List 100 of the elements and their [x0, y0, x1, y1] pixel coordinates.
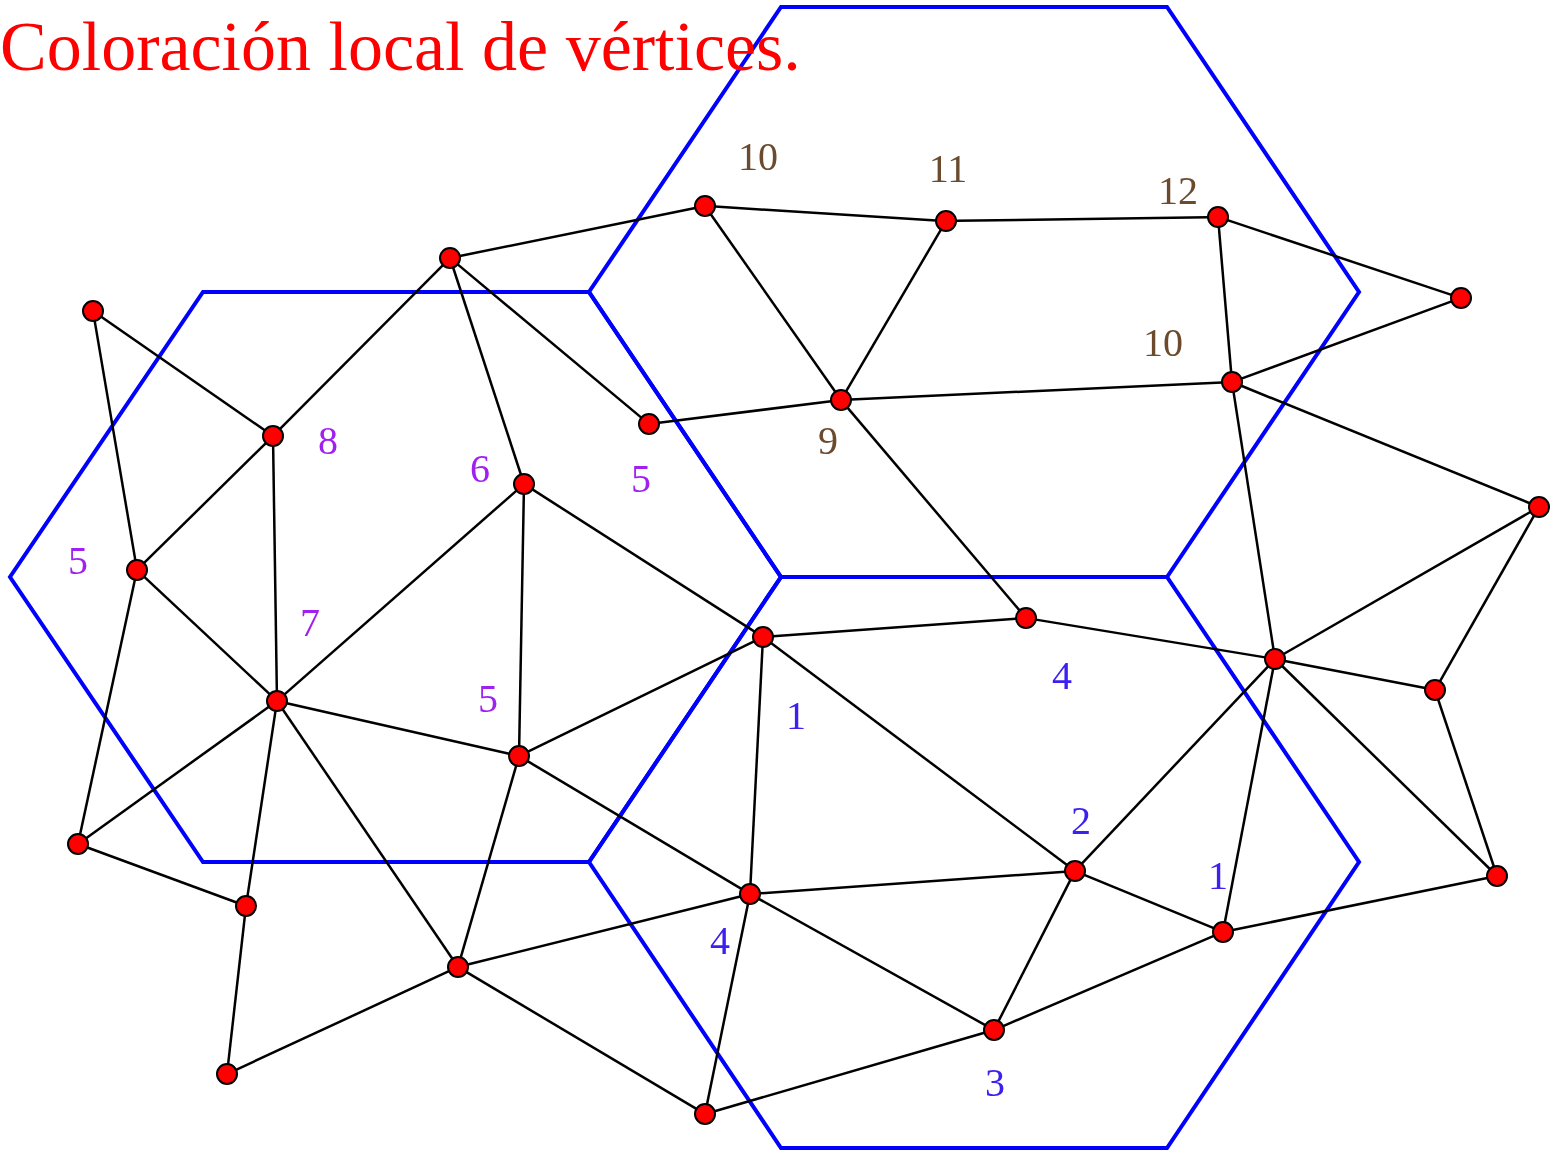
edge-line — [451, 267, 523, 475]
edge-line — [956, 215, 1208, 223]
edge-line — [997, 879, 1072, 1022]
vertex-dot — [1015, 607, 1037, 629]
vertex-label: 3 — [985, 1060, 1005, 1105]
edge-line — [1083, 873, 1215, 930]
vertex-dot — [513, 473, 535, 495]
edge-line — [143, 575, 271, 696]
vertex-dot — [1528, 496, 1550, 518]
vertex-dot — [216, 1063, 238, 1085]
edge-line — [526, 760, 743, 890]
edge-line — [709, 213, 837, 393]
edge-line — [749, 646, 764, 885]
edge-line — [1284, 659, 1426, 690]
edge-line — [758, 897, 986, 1027]
vertex-dot — [439, 247, 461, 269]
edge-line — [100, 315, 266, 432]
vertex-dot — [694, 1103, 716, 1125]
vertex-dot — [830, 389, 852, 411]
edge-line — [459, 765, 518, 958]
edge-line — [759, 870, 1066, 895]
edge-line — [517, 493, 526, 747]
vertex-dot — [266, 690, 288, 712]
vertex-label: 4 — [1052, 653, 1072, 698]
vertex-dot — [1424, 679, 1446, 701]
edge-line — [226, 915, 247, 1065]
edge-line — [1232, 391, 1275, 650]
edge-line — [1227, 218, 1452, 297]
edge-line — [705, 903, 750, 1105]
vertex-label: 5 — [631, 456, 651, 501]
vertex-dot — [1207, 206, 1229, 228]
edge-line — [714, 205, 937, 222]
edge-line — [286, 702, 510, 755]
edge-line — [283, 489, 518, 696]
edge-line — [850, 381, 1223, 401]
vertex-label: 4 — [710, 918, 730, 963]
edge-line — [78, 579, 137, 835]
vertex-dot — [638, 413, 660, 435]
vertex-dot — [126, 559, 148, 581]
vertex-dot — [508, 745, 530, 767]
edge-line — [1217, 226, 1233, 373]
vertex-label: 9 — [818, 418, 838, 463]
vertex-label: 7 — [300, 600, 320, 645]
vertex-dot — [739, 883, 761, 905]
vertex-dot — [1450, 287, 1472, 309]
edge-line — [714, 1031, 985, 1113]
vertex-dot — [935, 210, 957, 232]
edge-line — [465, 971, 698, 1110]
vertex-dot — [447, 956, 469, 978]
vertex-label: 11 — [928, 146, 968, 191]
edge-line — [527, 640, 755, 753]
vertex-dot — [1264, 648, 1286, 670]
vertex-label: 1 — [786, 693, 806, 738]
edge-line — [279, 264, 444, 430]
edge-line — [1002, 934, 1215, 1028]
vertex-dot — [235, 895, 257, 917]
vertex-label: 1 — [1208, 853, 1228, 898]
edge-line — [86, 846, 238, 904]
edge-line — [271, 445, 279, 692]
edge-line — [93, 320, 137, 561]
vertex-label: 6 — [470, 446, 490, 491]
vertex-label: 12 — [1158, 168, 1198, 213]
vertex-dot — [82, 300, 104, 322]
vertex-dot — [694, 195, 716, 217]
edge-line — [85, 705, 270, 840]
edge-line — [235, 970, 450, 1071]
edge-line — [1438, 515, 1536, 682]
edge-line — [1281, 665, 1491, 870]
vertex-label: 10 — [1143, 320, 1183, 365]
vertex-dot — [67, 833, 89, 855]
edge-line — [459, 206, 696, 258]
vertex-dot — [262, 425, 284, 447]
edge-line — [1035, 618, 1266, 659]
vertex-dot — [1486, 865, 1508, 887]
edge-line — [467, 895, 741, 966]
vertex-label: 8 — [318, 418, 338, 463]
vertex-label: 10 — [738, 134, 778, 179]
edge-line — [1283, 510, 1531, 656]
edge-line — [456, 263, 643, 419]
edge-line — [1223, 668, 1275, 923]
edge-line — [1240, 300, 1453, 380]
vertex-label: 5 — [478, 676, 498, 721]
edge-line — [658, 400, 832, 424]
edge-line — [281, 708, 454, 960]
edge-line — [846, 406, 1021, 612]
edge-line — [770, 642, 1068, 866]
edge-line — [1436, 699, 1496, 867]
vertex-dot — [752, 626, 774, 648]
vertex-label: 5 — [68, 538, 88, 583]
edge-line — [1232, 876, 1488, 932]
edge-line — [845, 229, 942, 392]
vertex-label: 2 — [1071, 798, 1091, 843]
edge-line — [1240, 384, 1531, 505]
vertex-dot — [983, 1019, 1005, 1041]
vertex-dot — [1221, 371, 1243, 393]
vertex-dot — [1212, 921, 1234, 943]
vertex-dot — [1064, 860, 1086, 882]
edge-line — [531, 488, 756, 633]
edge-line — [246, 710, 277, 897]
edge-line — [772, 617, 1017, 638]
